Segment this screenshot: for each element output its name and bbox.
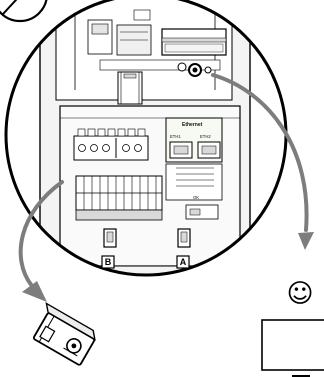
svg-text:B: B	[105, 257, 112, 267]
no-entry-icon	[0, 0, 47, 21]
slot-b-label: B	[102, 256, 114, 268]
svg-text:☺: ☺	[286, 279, 313, 309]
ethernet-label: Ethernet	[182, 122, 203, 128]
eth1-label: ETH1	[170, 134, 181, 139]
svg-text:A: A	[180, 257, 187, 267]
magnifier-circle: Ethernet ETH1 ETH2 OK	[6, 0, 286, 300]
eth2-label: ETH2	[200, 134, 211, 139]
slot-a-label: A	[177, 256, 189, 268]
happy-face-icon: ☺	[286, 279, 313, 309]
monitor-icon	[262, 320, 324, 376]
module-connector-icon	[28, 303, 98, 365]
module-status-text: OK	[193, 195, 199, 200]
